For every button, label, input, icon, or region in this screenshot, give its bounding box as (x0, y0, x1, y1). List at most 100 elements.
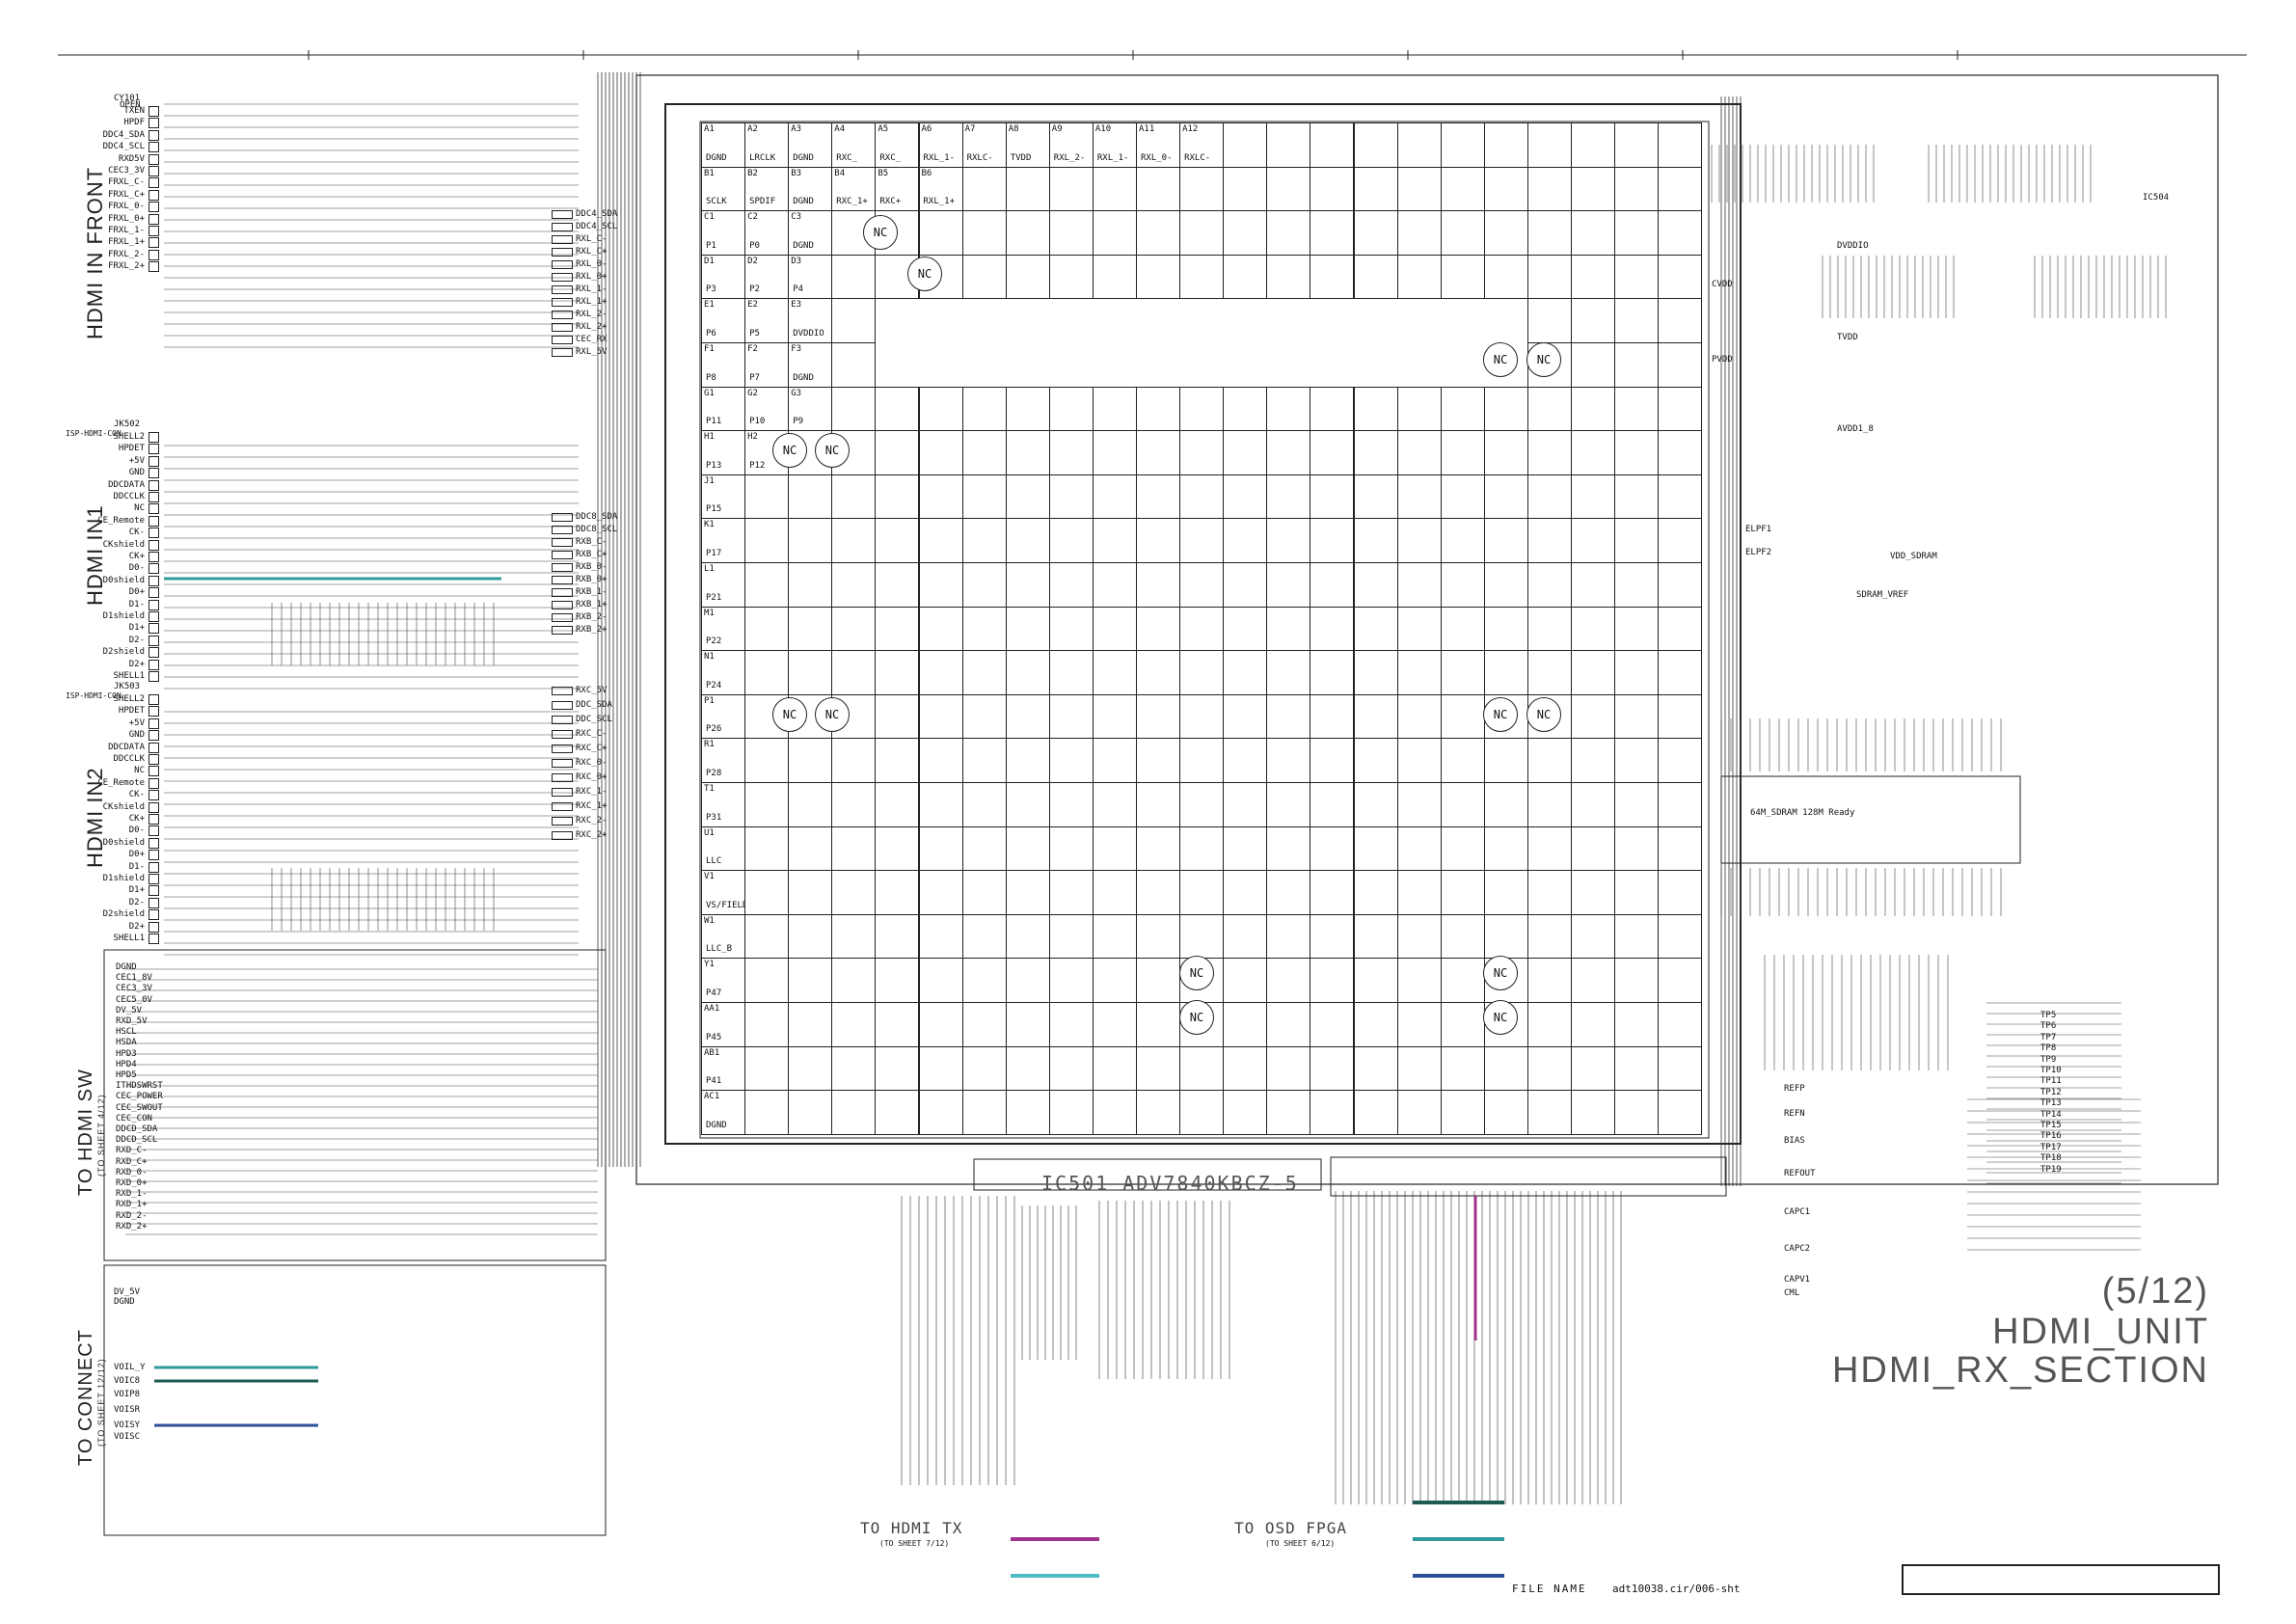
hdmi-sw-signal: HSCL (116, 1027, 137, 1038)
ic-pin-N19 (1483, 650, 1528, 695)
pin-id: P1 (704, 695, 715, 706)
pin-net-name: RXC+ (879, 197, 902, 207)
pin-id: A3 (791, 124, 802, 134)
ic-pin-AB9 (1048, 1045, 1094, 1092)
pin-id: N1 (704, 652, 715, 663)
ref-net-label: CAPV1 (1784, 1275, 1811, 1285)
ic-pin-N20 (1526, 650, 1572, 695)
ic-pin-D15 (1310, 254, 1355, 300)
connector-signal: DDCDATA (108, 742, 145, 752)
ic-pin-B10 (1092, 166, 1137, 212)
ic-pin-R18 (1440, 738, 1485, 783)
connector-pin (149, 790, 159, 801)
net-label: RXL_5V (576, 347, 608, 357)
ic-pin-J4 (831, 474, 877, 520)
connector-signal: D0shield (102, 575, 145, 585)
ic-pin-M12 (1179, 606, 1225, 652)
ic-pin-T5 (875, 782, 920, 827)
ic-pin-J7 (961, 474, 1007, 520)
pin-id: B3 (791, 168, 802, 178)
ic-pin-AB8 (1005, 1045, 1050, 1092)
osd-connector-outline-2 (973, 1158, 1322, 1191)
net-port (552, 744, 573, 753)
pin-net-name: P0 (749, 240, 760, 251)
nc-marker: NC (772, 697, 807, 732)
ic-pin-A20 (1526, 122, 1572, 168)
pin-id: E1 (704, 300, 715, 311)
net-port (552, 323, 573, 332)
ic-pin-T3 (788, 782, 833, 827)
connector-signal: D2+ (128, 921, 145, 932)
ic-pin-T13 (1223, 782, 1268, 827)
hdmi-sw-signal: CEC1_8V (116, 973, 152, 984)
ic-pin-V4 (831, 870, 877, 915)
ic-pin-U15 (1310, 826, 1355, 872)
hdmi-sw-signal: RXD_0- (116, 1167, 148, 1177)
ic-pin-H5 (875, 430, 920, 475)
ref-net-label: ELPF2 (1745, 548, 1772, 557)
ic-pin-R2 (744, 738, 790, 783)
ic-pin-U8 (1005, 826, 1050, 872)
nc-marker: NC (815, 697, 850, 732)
ic-pin-U6 (918, 826, 963, 872)
net-port (552, 701, 573, 710)
connector-signal: DDC4_SDA (102, 129, 145, 140)
ic-pin-K17 (1396, 518, 1442, 563)
pin-net-name: RXLC- (966, 152, 993, 163)
ic-pin-A23 (1658, 122, 1703, 168)
ic-pin-AC23 (1658, 1090, 1703, 1135)
connector-ref: JK503 (114, 682, 141, 691)
ic-pin-Y15 (1310, 958, 1355, 1003)
ic-pin-B14 (1266, 166, 1311, 212)
ic-pin-R15 (1310, 738, 1355, 783)
ic-pin-L23 (1658, 562, 1703, 608)
ic-pin-Y22 (1614, 958, 1660, 1003)
ic-pin-AB14 (1266, 1045, 1311, 1092)
ic-pin-R17 (1396, 738, 1442, 783)
ic-pin-T22 (1614, 782, 1660, 827)
pin-net-name: TVDD (1010, 152, 1032, 163)
hdmi-sw-signal: HPD3 (116, 1048, 137, 1059)
connector-signal: CK- (128, 790, 145, 800)
ic-pin-K18 (1440, 518, 1485, 563)
ic-pin-D8 (1005, 254, 1050, 300)
ic-pin-Y18 (1440, 958, 1485, 1003)
connect-signal: VOIL_Y (114, 1363, 146, 1372)
ic-pin-L7 (961, 562, 1007, 608)
pin-id: D1 (704, 256, 715, 266)
pin-net-name: DGND (793, 152, 814, 163)
net-port (552, 613, 573, 622)
pin-net-name: RXL_1- (1096, 152, 1129, 163)
ic-pin-C17 (1396, 210, 1442, 256)
pin-net-name: RXL_2- (1053, 152, 1086, 163)
net-port (552, 601, 573, 609)
nc-marker: NC (1179, 1000, 1214, 1035)
ic-pin-L8 (1005, 562, 1050, 608)
hdmi-sw-signal: CEC5_0V (116, 994, 152, 1005)
ic-pin-M15 (1310, 606, 1355, 652)
net-label: RXC_1+ (576, 801, 608, 811)
ic-pin-V5 (875, 870, 920, 915)
hdmi-sw-signal: ITHDSWRST (116, 1081, 163, 1092)
ic-pin-AB13 (1223, 1045, 1268, 1092)
ic-pin-H21 (1571, 430, 1616, 475)
net-port (552, 551, 573, 559)
connector-signal: SHELL2 (113, 432, 145, 442)
ic-pin-AC5 (875, 1090, 920, 1135)
pin-id: B6 (921, 168, 932, 178)
pin-id: A7 (964, 124, 976, 134)
connector-signal: SHELL1 (113, 671, 145, 681)
net-label: RXC_0+ (576, 772, 608, 782)
ic-pin-P13 (1223, 693, 1268, 740)
